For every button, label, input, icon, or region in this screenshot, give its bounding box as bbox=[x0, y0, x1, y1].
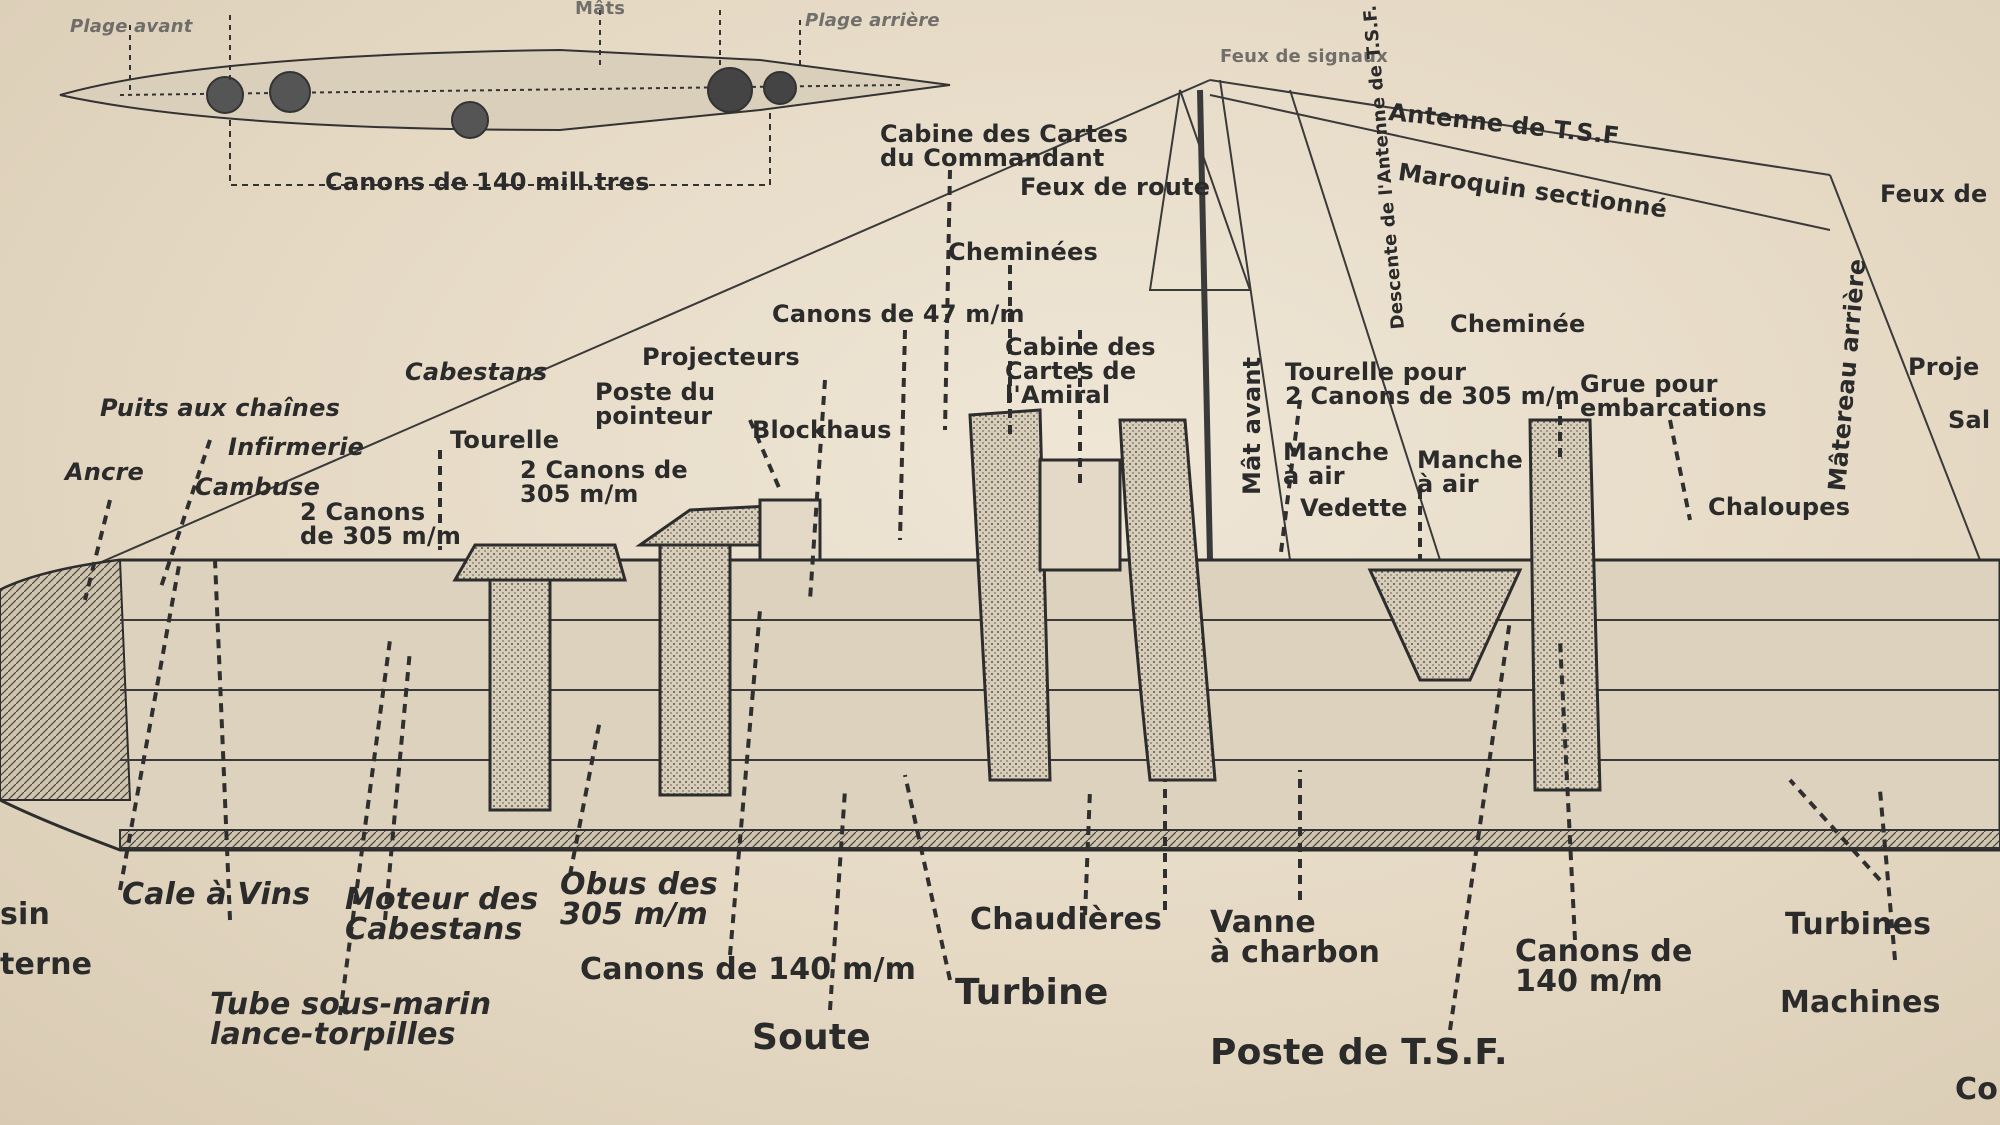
rigging-lines bbox=[59, 79, 1981, 581]
label-canons-140-top: Canons de 140 mill.tres bbox=[325, 168, 650, 196]
label-feux-signaux: Feux de signaux bbox=[1220, 46, 1388, 67]
label-cheminees: Cheminées bbox=[948, 238, 1098, 266]
label-ancre: Ancre bbox=[65, 458, 144, 486]
label-vedette: Vedette bbox=[1300, 494, 1408, 522]
label-citerne: terne bbox=[0, 947, 93, 982]
label-mat-avant: Mât avant bbox=[1238, 356, 1266, 495]
label-manche-air-1: Manche à air bbox=[1283, 438, 1389, 490]
label-projecteurs: Projecteurs bbox=[642, 343, 800, 371]
label-2-canons-305-a: 2 Canons de 305 m/m bbox=[520, 456, 688, 508]
label-canons-47: Canons de 47 m/m bbox=[772, 300, 1025, 328]
superstructure bbox=[452, 408, 1602, 812]
label-bassin: sin bbox=[0, 897, 51, 932]
label-2-canons-305-b: 2 Canons de 305 m/m bbox=[300, 498, 462, 550]
label-cale-vins: Cale à Vins bbox=[122, 877, 311, 912]
label-grue: Grue pour embarcations bbox=[1580, 370, 1767, 422]
top-plan-view bbox=[59, 10, 951, 186]
label-plage-arriere: Plage arrière bbox=[805, 10, 940, 31]
label-cheminee: Cheminée bbox=[1450, 310, 1586, 338]
pointer-lines bbox=[83, 169, 1897, 1031]
label-cabine-cartes-commandant: Cabine des Cartes du Commandant bbox=[880, 120, 1129, 172]
label-feux-route: Feux de route bbox=[1020, 173, 1211, 201]
label-chaudieres: Chaudières bbox=[970, 902, 1163, 937]
label-manche-air-2: Manche à air bbox=[1417, 446, 1523, 498]
label-cambuse: Cambuse bbox=[195, 473, 321, 501]
label-puits-chaines: Puits aux chaînes bbox=[100, 394, 341, 422]
label-sal: Sal bbox=[1948, 406, 1991, 434]
label-tourelle: Tourelle bbox=[450, 426, 560, 454]
label-cabestans: Cabestans bbox=[405, 358, 548, 386]
label-tube-sous-marin: Tube sous-marin lance-torpilles bbox=[210, 987, 492, 1052]
label-plage-avant: Plage avant bbox=[70, 16, 193, 37]
label-chaloupes: Chaloupes bbox=[1708, 493, 1851, 521]
label-infirmerie: Infirmerie bbox=[228, 433, 365, 461]
label-soute: Soute bbox=[752, 1017, 871, 1058]
label-tourelle-pour: Tourelle pour 2 Canons de 305 m/m bbox=[1285, 358, 1581, 410]
label-machines: Machines bbox=[1780, 985, 1941, 1020]
label-obus-305: Obus des 305 m/m bbox=[560, 867, 718, 932]
label-canons-140-b: Canons de 140 m/m bbox=[1515, 934, 1693, 999]
label-proje: Proje bbox=[1908, 353, 1980, 381]
label-corner-co: Co bbox=[1955, 1072, 1999, 1107]
label-feux-de: Feux de bbox=[1880, 180, 1988, 208]
label-vanne-charbon: Vanne à charbon bbox=[1210, 905, 1381, 970]
label-turbines: Turbines bbox=[1785, 907, 1932, 942]
label-cabine-cartes-amiral: Cabine des Cartes de l'Amiral bbox=[1005, 333, 1156, 409]
label-poste-pointeur: Poste du pointeur bbox=[595, 378, 716, 430]
label-poste-tsf: Poste de T.S.F. bbox=[1210, 1032, 1508, 1073]
label-mats: Mâts bbox=[575, 0, 626, 19]
label-turbine: Turbine bbox=[955, 972, 1109, 1013]
label-moteur-cabestans: Moteur des Cabestans bbox=[345, 882, 539, 947]
label-blockhaus: Blockhaus bbox=[752, 416, 892, 444]
label-canons-140-a: Canons de 140 m/m bbox=[580, 952, 917, 987]
